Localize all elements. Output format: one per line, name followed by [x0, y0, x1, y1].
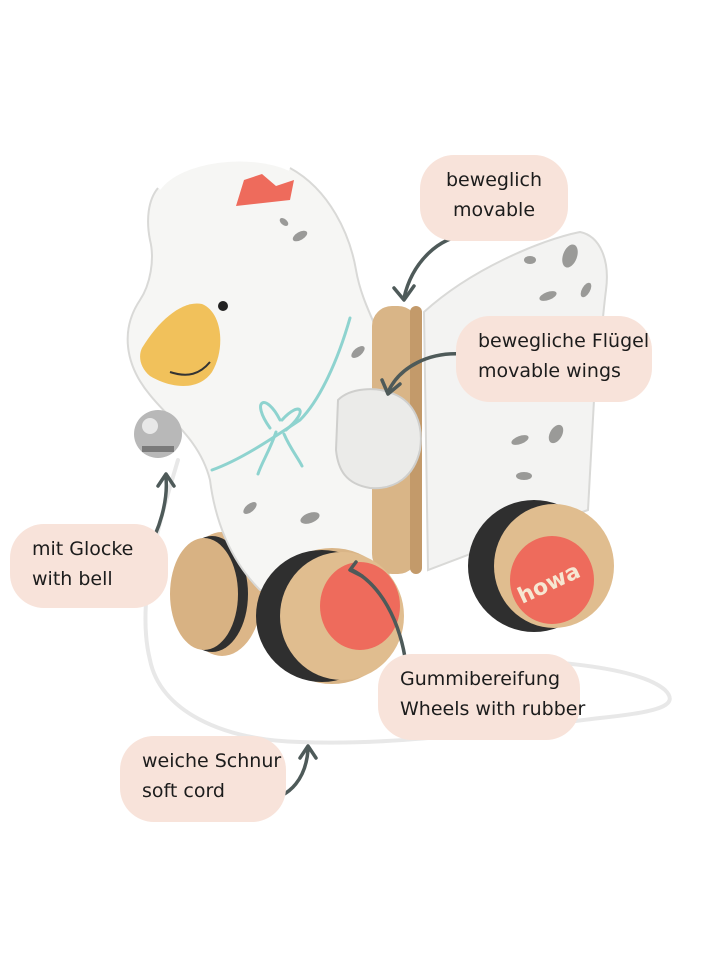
label-rubber-en: Wheels with rubber [400, 698, 586, 720]
label-rubber-de: Gummibereifung [400, 668, 561, 690]
label-wings-en: movable wings [478, 360, 621, 382]
label-bell-de: mit Glocke [32, 538, 134, 560]
label-movable-de: beweglich [445, 169, 543, 191]
label-movable-en: movable [452, 199, 536, 221]
body-spots [243, 218, 365, 524]
ribbon [210, 316, 352, 476]
label-cord-en: soft cord [142, 780, 225, 802]
label-bell-en: with bell [32, 568, 113, 590]
bell [134, 410, 182, 458]
label-rubber: Gummibereifung Wheels with rubber [378, 654, 586, 740]
label-movable: beweglich movable [420, 155, 568, 241]
arrow-wings-icon [386, 352, 464, 394]
wing [334, 388, 422, 490]
eye [218, 301, 228, 311]
label-wings-de: bewegliche Flügel [478, 330, 650, 352]
chicken-body [126, 155, 403, 592]
label-cord-de: weiche Schnur [142, 750, 282, 772]
front-wheel [256, 548, 404, 684]
label-bell: mit Glocke with bell [10, 524, 168, 608]
comb [236, 174, 294, 206]
beak [140, 303, 221, 386]
label-wings: bewegliche Flügel movable wings [456, 316, 652, 402]
label-cord: weiche Schnur soft cord [120, 736, 286, 822]
rear-wheel: howa [468, 500, 614, 632]
